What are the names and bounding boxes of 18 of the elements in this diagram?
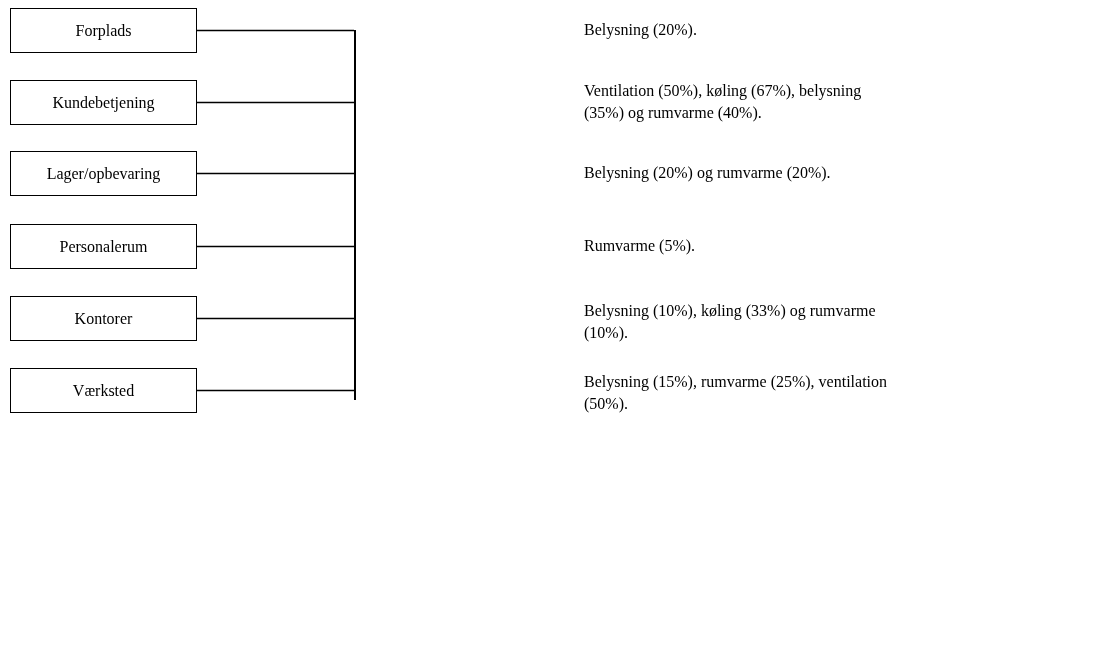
- connector-line: [196, 245, 355, 248]
- description-text: Belysning (10%), køling (33%) og rumvarme (10%).: [584, 301, 877, 344]
- description-text: Belysning (20%).: [584, 20, 698, 41]
- description-text: Rumvarme (5%).: [584, 236, 697, 257]
- description-text: Ventilation (50%), køling (67%), belysning (35%) og rumvarme (40%).: [584, 81, 863, 124]
- process-box: Værksted: [10, 368, 197, 413]
- process-box: Kundebetjening: [10, 80, 197, 125]
- process-box: Lager/opbevaring: [10, 151, 197, 196]
- description-text: Belysning (15%), rumvarme (25%), ventilation (50%).: [584, 372, 889, 415]
- connector-line: [196, 317, 355, 320]
- connector-line: [196, 172, 355, 175]
- connector-line: [196, 29, 355, 32]
- process-box: Forplads: [10, 8, 197, 53]
- connector-line: [196, 389, 355, 392]
- description-text: Belysning (20%) og rumvarme (20%).: [584, 163, 832, 184]
- process-box: Personalerum: [10, 224, 197, 269]
- connector-line: [196, 101, 355, 104]
- process-box: Kontorer: [10, 296, 197, 341]
